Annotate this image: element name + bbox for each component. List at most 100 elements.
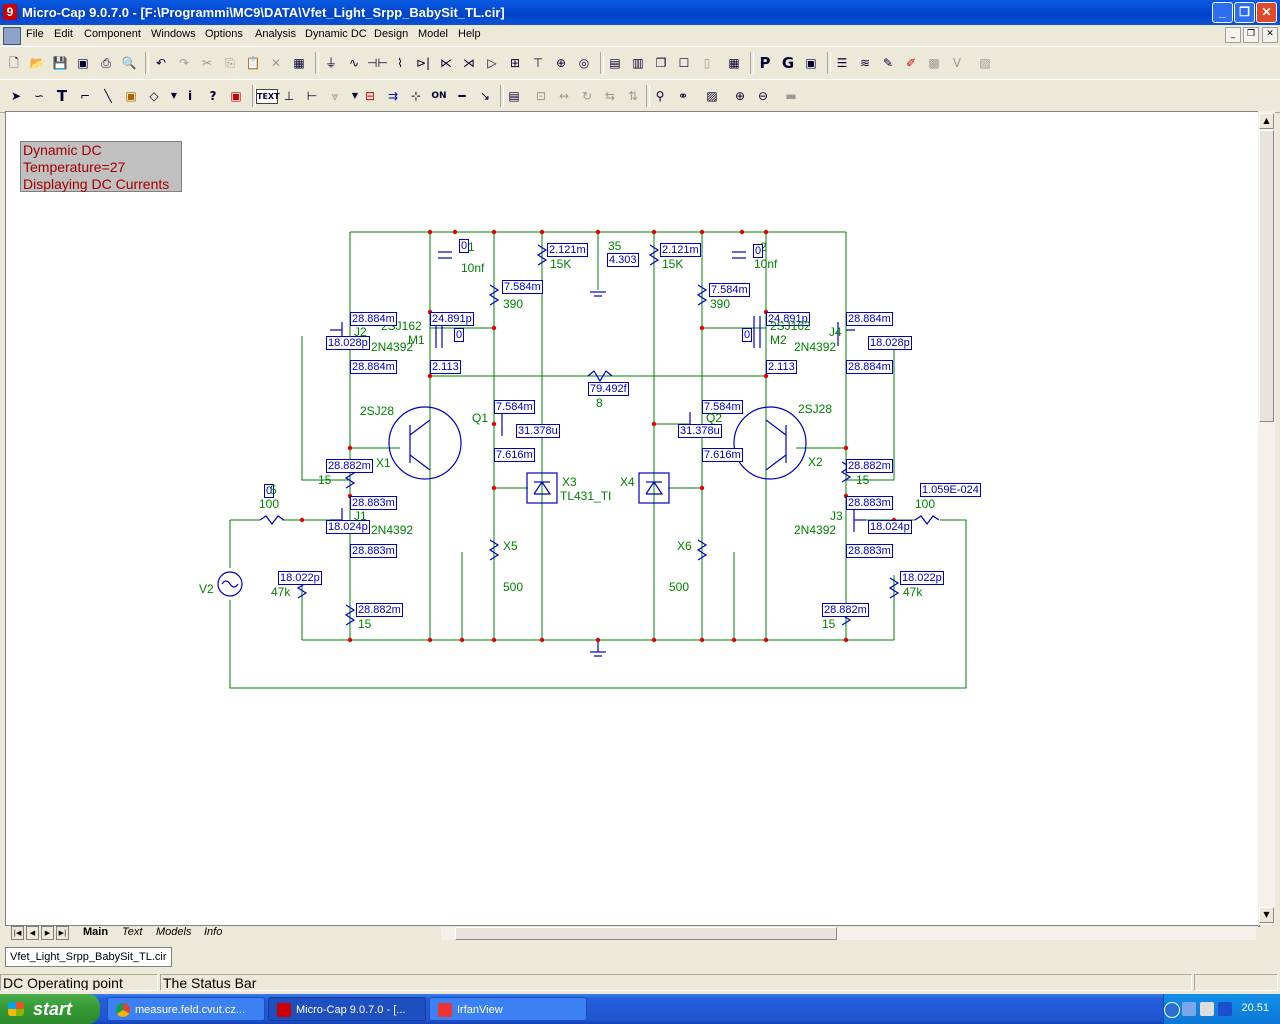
menu-dynamic-dc[interactable]: Dynamic DC	[305, 28, 367, 40]
save-icon[interactable]: 💾	[52, 56, 68, 70]
copy-icon[interactable]: ⎘	[225, 56, 235, 70]
scroll-down-button[interactable]: ▼	[1259, 907, 1274, 923]
mdi-close-button[interactable]: ✕	[1262, 27, 1278, 43]
battery-icon[interactable]: ⊞	[509, 56, 521, 70]
find-icon[interactable]: ⚲	[655, 89, 665, 103]
node-voltages-icon[interactable]: ⊢	[306, 89, 318, 103]
orthogonal-wire-icon[interactable]: ⌐	[79, 89, 91, 103]
shapes-dropdown-icon[interactable]: ▼	[170, 91, 178, 100]
select-arrow-icon[interactable]: ➤	[10, 89, 22, 103]
panel-icon[interactable]: ▣	[805, 56, 817, 70]
diagonal-wire-icon[interactable]: ╲	[104, 89, 112, 103]
tab-last-button[interactable]: ▶|	[56, 926, 69, 940]
menu-edit[interactable]: Edit	[54, 28, 73, 40]
stretch-icon[interactable]: ↔	[558, 89, 570, 103]
tab-models[interactable]: Models	[156, 926, 192, 938]
menu-component[interactable]: Component	[84, 28, 141, 40]
horizontal-scroll-thumb[interactable]	[455, 927, 837, 940]
currents-icon[interactable]: ⇉	[387, 89, 399, 103]
scroll-up-button[interactable]: ▲	[1259, 113, 1274, 129]
zoom-in-icon[interactable]: ⊕	[734, 89, 746, 103]
flip-icon[interactable]: ⇆	[604, 89, 616, 103]
print-preview-icon[interactable]: 🔍	[121, 56, 137, 70]
print-icon[interactable]: ⎙	[101, 56, 111, 70]
tray-expand-icon[interactable]	[1164, 1002, 1180, 1018]
taskbar-item-irfanview[interactable]: IrfanView	[429, 997, 587, 1021]
binoculars-icon[interactable]: ⚭	[677, 89, 689, 103]
flag-icon[interactable]: ▣	[230, 89, 242, 103]
tile-vertical-icon[interactable]: ▥	[632, 56, 644, 70]
shapes-icon[interactable]: ◇	[149, 89, 159, 103]
rotate-icon[interactable]: ↻	[581, 89, 593, 103]
text-icon[interactable]: T	[56, 87, 68, 105]
menu-windows[interactable]: Windows	[151, 28, 196, 40]
window-icon[interactable]: ☐	[678, 56, 690, 70]
paste-icon[interactable]: 📋	[245, 56, 261, 70]
file-tab[interactable]: Vfet_Light_Srpp_BabySit_TL.cir	[5, 947, 172, 967]
opamp-icon[interactable]: ▷	[487, 56, 497, 70]
bus-icon[interactable]: ▣	[125, 89, 137, 103]
probe-icon[interactable]: ✎	[882, 56, 894, 70]
text-toggle-icon[interactable]: TEXT	[256, 89, 280, 104]
diode-icon[interactable]: ⊳|	[415, 56, 431, 70]
vertical-scroll-thumb[interactable]	[1259, 130, 1274, 422]
minimize-button[interactable]: _	[1212, 2, 1233, 23]
g-icon[interactable]: G	[781, 54, 795, 72]
waveform-icon[interactable]: ≋	[859, 56, 871, 70]
cursor-icon[interactable]: ↘	[479, 89, 491, 103]
image-icon[interactable]: ▩	[928, 56, 940, 70]
start-button[interactable]: start	[0, 994, 100, 1024]
redo-icon[interactable]: ↷	[178, 56, 190, 70]
tab-info[interactable]: Info	[204, 926, 223, 938]
menu-file[interactable]: File	[26, 28, 44, 40]
tab-text[interactable]: Text	[122, 926, 143, 938]
tab-main[interactable]: Main	[83, 926, 109, 938]
menu-design[interactable]: Design	[374, 28, 409, 40]
dynamic-dc-info-box[interactable]: Dynamic DC Temperature=27 Displaying DC …	[20, 141, 182, 192]
camera-icon[interactable]: ▬	[785, 89, 797, 103]
mdi-restore-button[interactable]: ❐	[1243, 27, 1259, 43]
tab-prev-button[interactable]: ◀	[26, 926, 39, 940]
grid-icon[interactable]: ⊹	[410, 89, 422, 103]
node-numbers-icon[interactable]: ⊥	[283, 89, 295, 103]
bluetooth-icon[interactable]	[1218, 1002, 1232, 1016]
cut-icon[interactable]: ✂	[201, 56, 213, 70]
zoom-out-icon[interactable]: ⊖	[757, 89, 769, 103]
info-icon[interactable]: i	[187, 89, 193, 103]
menu-model[interactable]: Model	[418, 28, 448, 40]
menu-help[interactable]: Help	[458, 28, 481, 40]
taskbar-item-browser[interactable]: measure.feld.cvut.cz...	[107, 997, 265, 1021]
vl-icon[interactable]: V	[952, 56, 962, 70]
document-icon[interactable]	[3, 27, 21, 45]
mirror-icon[interactable]: ⇅	[627, 89, 639, 103]
cascade-icon[interactable]: ❐	[655, 56, 667, 70]
export-icon[interactable]: ▨	[979, 56, 991, 70]
split-icon[interactable]: ▯	[703, 56, 711, 70]
schematic-canvas[interactable]	[5, 111, 1260, 927]
tab-first-button[interactable]: |◀	[11, 926, 24, 940]
line-icon[interactable]: ━	[458, 89, 466, 103]
printer-icon[interactable]	[1200, 1002, 1214, 1016]
resistor-icon[interactable]: ∿	[348, 56, 360, 70]
power-icon[interactable]: ⩔	[331, 89, 339, 103]
npn-icon[interactable]: ⋉	[440, 56, 452, 70]
properties-icon[interactable]: ▤	[508, 89, 520, 103]
align-icon[interactable]: ⊡	[535, 89, 547, 103]
tee-icon[interactable]: ⊤	[532, 56, 544, 70]
menu-analysis[interactable]: Analysis	[255, 28, 296, 40]
microcap-icon[interactable]: 9	[3, 4, 17, 20]
tab-next-button[interactable]: ▶	[41, 926, 54, 940]
calculator-icon[interactable]: ▦	[728, 56, 740, 70]
taskbar-item-microcap[interactable]: Micro-Cap 9.0.7.0 - [...	[268, 997, 426, 1021]
select-all-icon[interactable]: ▦	[293, 56, 305, 70]
restore-button[interactable]: ❐	[1234, 2, 1255, 23]
undo-icon[interactable]: ↶	[155, 56, 167, 70]
title-bar[interactable]: 9 Micro-Cap 9.0.7.0 - [F:\Programmi\MC9\…	[0, 0, 1280, 25]
new-icon[interactable]: 🗋	[9, 56, 19, 70]
pen-icon[interactable]: ✐	[905, 56, 917, 70]
on-icon[interactable]: ON	[431, 91, 447, 101]
list-icon[interactable]: ☰	[836, 56, 848, 70]
ground-icon[interactable]: ⏚	[324, 56, 337, 70]
current-source-icon[interactable]: ◎	[578, 56, 590, 70]
pin-icon[interactable]: ⊟	[364, 89, 376, 103]
